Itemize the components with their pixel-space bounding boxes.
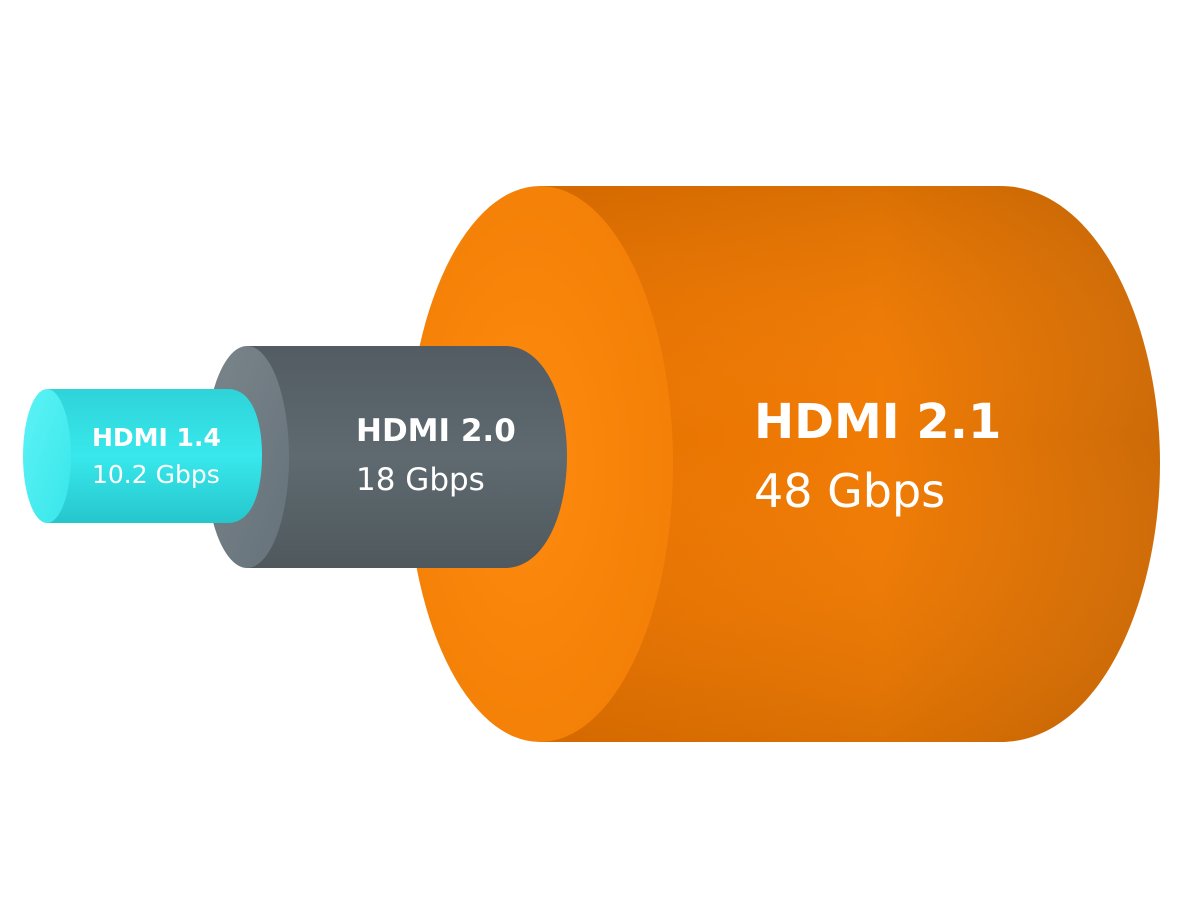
- cylinder-hdmi-2-1: [407, 186, 1160, 742]
- cylinder-hdmi-2-1-shade: [540, 186, 1160, 742]
- cylinder-hdmi-1-4: [23, 389, 262, 523]
- cylinder-hdmi-1-4-body: [47, 389, 262, 523]
- hdmi-2-1-title: HDMI 2.1: [754, 394, 1001, 450]
- hdmi-1-4-speed: 10.2 Gbps: [92, 460, 220, 489]
- cylinder-hdmi-1-4-face: [23, 389, 71, 523]
- hdmi-2-0-title: HDMI 2.0: [356, 413, 516, 449]
- hdmi-2-0-speed: 18 Gbps: [356, 462, 485, 498]
- hdmi-1-4-title: HDMI 1.4: [92, 423, 221, 452]
- hdmi-2-1-speed: 48 Gbps: [754, 464, 945, 518]
- cylinder-hdmi-2-0-body: [247, 346, 567, 568]
